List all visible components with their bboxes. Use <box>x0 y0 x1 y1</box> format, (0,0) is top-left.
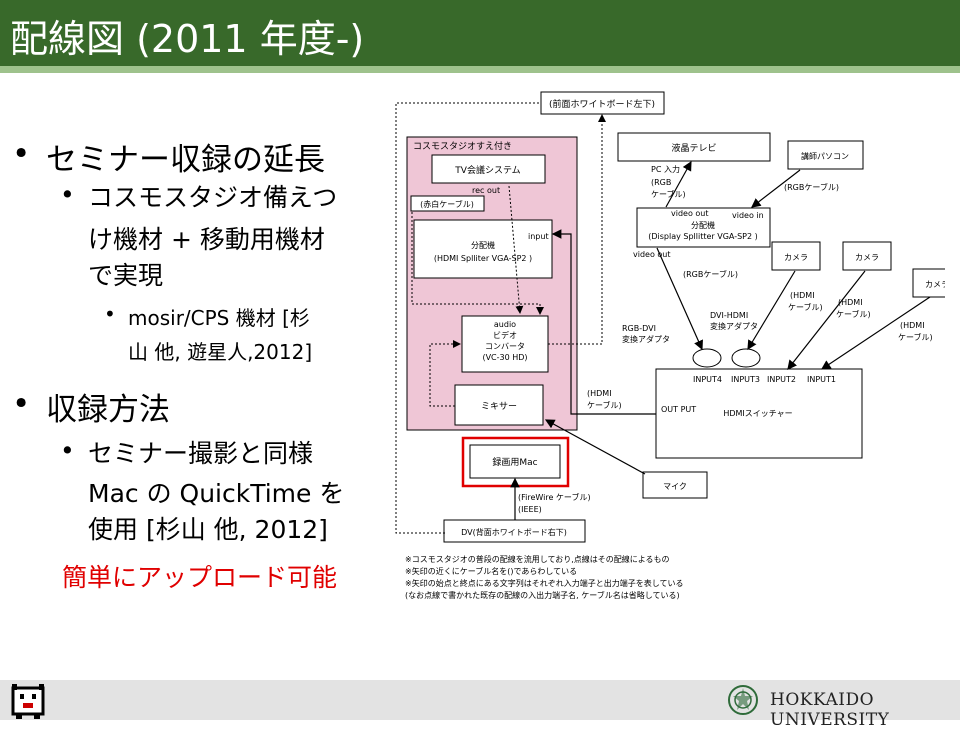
mascot-logo <box>11 684 45 719</box>
bullet-1-1-line-c: で実現 <box>88 261 164 290</box>
whiteboard-top-label: (前面ホワイトボード左下) <box>549 98 655 110</box>
camera-1-label: カメラ <box>784 253 808 262</box>
video-out-bottom-label: video out <box>633 250 671 259</box>
note-3: ※矢印の始点と終点にある文字列はそれぞれ入力端子と出力端子を表している <box>405 578 683 588</box>
studio-label: コスモスタジオすえ付き <box>413 141 512 152</box>
bullet-dot: • <box>12 136 31 172</box>
red-white-cable-box <box>410 195 485 212</box>
studio-region <box>406 136 578 431</box>
bullet-dot: • <box>60 180 75 209</box>
lecturer-pc-box <box>787 140 864 170</box>
rgb-dvi-label-b: 変換アダプタ <box>622 334 670 344</box>
bullet-dot: • <box>60 436 75 465</box>
hdmi-out-cable-b: ケーブル) <box>587 400 622 410</box>
firewire-label-b: (IEEE) <box>518 505 542 514</box>
splitter-model: (HDMI Splliter VGA-SP2 ) <box>434 254 532 263</box>
hdmi-cable-1a: (HDMI <box>790 291 815 300</box>
whiteboard-bottom-label: DV(背面ホワイトボード右下) <box>461 527 567 537</box>
input1-label: INPUT1 <box>807 375 836 384</box>
mixer-label: ミキサー <box>481 401 517 412</box>
mic-label: マイク <box>663 482 687 491</box>
bullet-1-1-1-line-b: 山 他, 遊星人,2012] <box>128 340 313 364</box>
firewire-label-a: (FireWire ケーブル) <box>518 492 591 502</box>
slide-title: 配線図 (2011 年度-) <box>10 17 365 61</box>
note-4: (なお点線で書かれた既存の配線の入出力端子名, ケーブル名は省略している) <box>405 590 680 600</box>
title-underline <box>0 66 960 73</box>
lcd-tv-box <box>617 132 771 162</box>
hdmi-cable-2b: ケーブル) <box>836 309 871 319</box>
note-1: ※コスモスタジオの普段の配線を流用しており,点線はその配線によるもの <box>405 554 670 564</box>
input4-label: INPUT4 <box>693 375 722 384</box>
converter-video-label: ビデオ <box>493 330 517 340</box>
splitter2-title: 分配機 <box>691 220 715 230</box>
input2-label: INPUT2 <box>767 375 796 384</box>
converter-model: (VC-30 HD) <box>482 353 527 362</box>
display-splitter-box <box>636 207 771 248</box>
converter-label: コンバータ <box>485 342 525 351</box>
hdmi-cable-2a: (HDMI <box>838 298 863 307</box>
note-2: ※矢印の近くにケーブル名を()であらわしている <box>405 566 577 576</box>
camera-box-3 <box>912 268 945 298</box>
university-name: HOKKAIDO UNIVERSITY <box>770 690 890 730</box>
pc-input-label: PC 入力 <box>651 164 680 174</box>
video-in-label: video in <box>732 211 764 220</box>
tv-conference-box <box>431 154 546 184</box>
adapter-dvi-hdmi <box>731 348 761 368</box>
hdmi-out-cable-a: (HDMI <box>587 389 612 398</box>
bullet-dot: • <box>12 386 31 422</box>
converter-audio-label: audio <box>494 320 516 329</box>
red-white-cable-label: (赤白ケーブル) <box>420 199 474 209</box>
tv-conference-label: TV会議システム <box>454 164 520 176</box>
dvi-hdmi-label-a: DVI-HDMI <box>710 311 748 320</box>
university-seal <box>728 685 758 715</box>
lcd-tv-label: 液晶テレビ <box>671 142 716 154</box>
rgb-cable-1a: (RGB <box>651 178 671 187</box>
wiring-diagram: コスモスタジオすえ付き (前面ホワイトボード左下) TV会議システム rec o… <box>395 91 945 600</box>
mixer-box <box>454 384 544 426</box>
bullet-1-1-line-b: け機材 + 移動用機材 <box>88 225 325 254</box>
bullet-1-1-1-line-a: mosir/CPS 機材 [杉 <box>128 306 310 330</box>
rgb-cable-1b: ケーブル) <box>651 189 686 199</box>
bullet-2: 収録方法 <box>46 392 170 428</box>
rgb-cable-2: (RGBケーブル) <box>784 182 839 192</box>
video-converter-box <box>461 315 549 373</box>
rgb-cable-3: (RGBケーブル) <box>683 269 738 279</box>
hdmi-cable-3b: ケーブル) <box>898 332 933 342</box>
input3-label: INPUT3 <box>731 375 760 384</box>
red-note: 簡単にアップロード可能 <box>62 563 338 592</box>
bullet-2-1-line-a: セミナー撮影と同様 <box>88 439 314 468</box>
dvi-hdmi-label-b: 変換アダプタ <box>710 321 758 331</box>
bullet-1-1-line-a: コスモスタジオ備えつ <box>88 183 338 212</box>
adapter-rgb-dvi <box>692 348 722 368</box>
lecturer-pc-label: 講師パソコン <box>801 151 849 161</box>
hdmi-cable-3a: (HDMI <box>900 321 925 330</box>
splitter-input-label: input <box>528 232 549 241</box>
hdmi-switcher-box <box>655 368 863 459</box>
rec-mac-box <box>469 444 561 479</box>
rec-out-label: rec out <box>472 186 500 195</box>
camera-3-label: カメラ <box>925 280 945 289</box>
camera-box-2 <box>842 241 892 271</box>
bullet-dot: • <box>104 302 116 326</box>
hdmi-splitter-box <box>413 219 553 279</box>
bullet-1: セミナー収録の延長 <box>46 142 325 178</box>
out-put-label: OUT PUT <box>661 405 696 414</box>
mic-box <box>642 471 708 499</box>
bullet-2-1-line-c: 使用 [杉山 他, 2012] <box>88 515 328 544</box>
splitter2-model: (Display Spllitter VGA-SP2 ) <box>648 232 758 241</box>
rgb-dvi-label-a: RGB-DVI <box>622 324 656 333</box>
title-bar <box>0 0 960 66</box>
video-out-top-label: video out <box>671 209 709 218</box>
footer-bar <box>0 680 960 720</box>
hdmi-switcher-label: HDMIスイッチャー <box>723 409 792 418</box>
splitter-title: 分配機 <box>471 240 495 250</box>
camera-2-label: カメラ <box>855 253 879 262</box>
hdmi-cable-1b: ケーブル) <box>788 302 823 312</box>
bullet-2-1-line-b: Mac の QuickTime を <box>88 479 345 508</box>
camera-box-1 <box>771 241 821 271</box>
rec-mac-label: 録画用Mac <box>492 456 537 468</box>
